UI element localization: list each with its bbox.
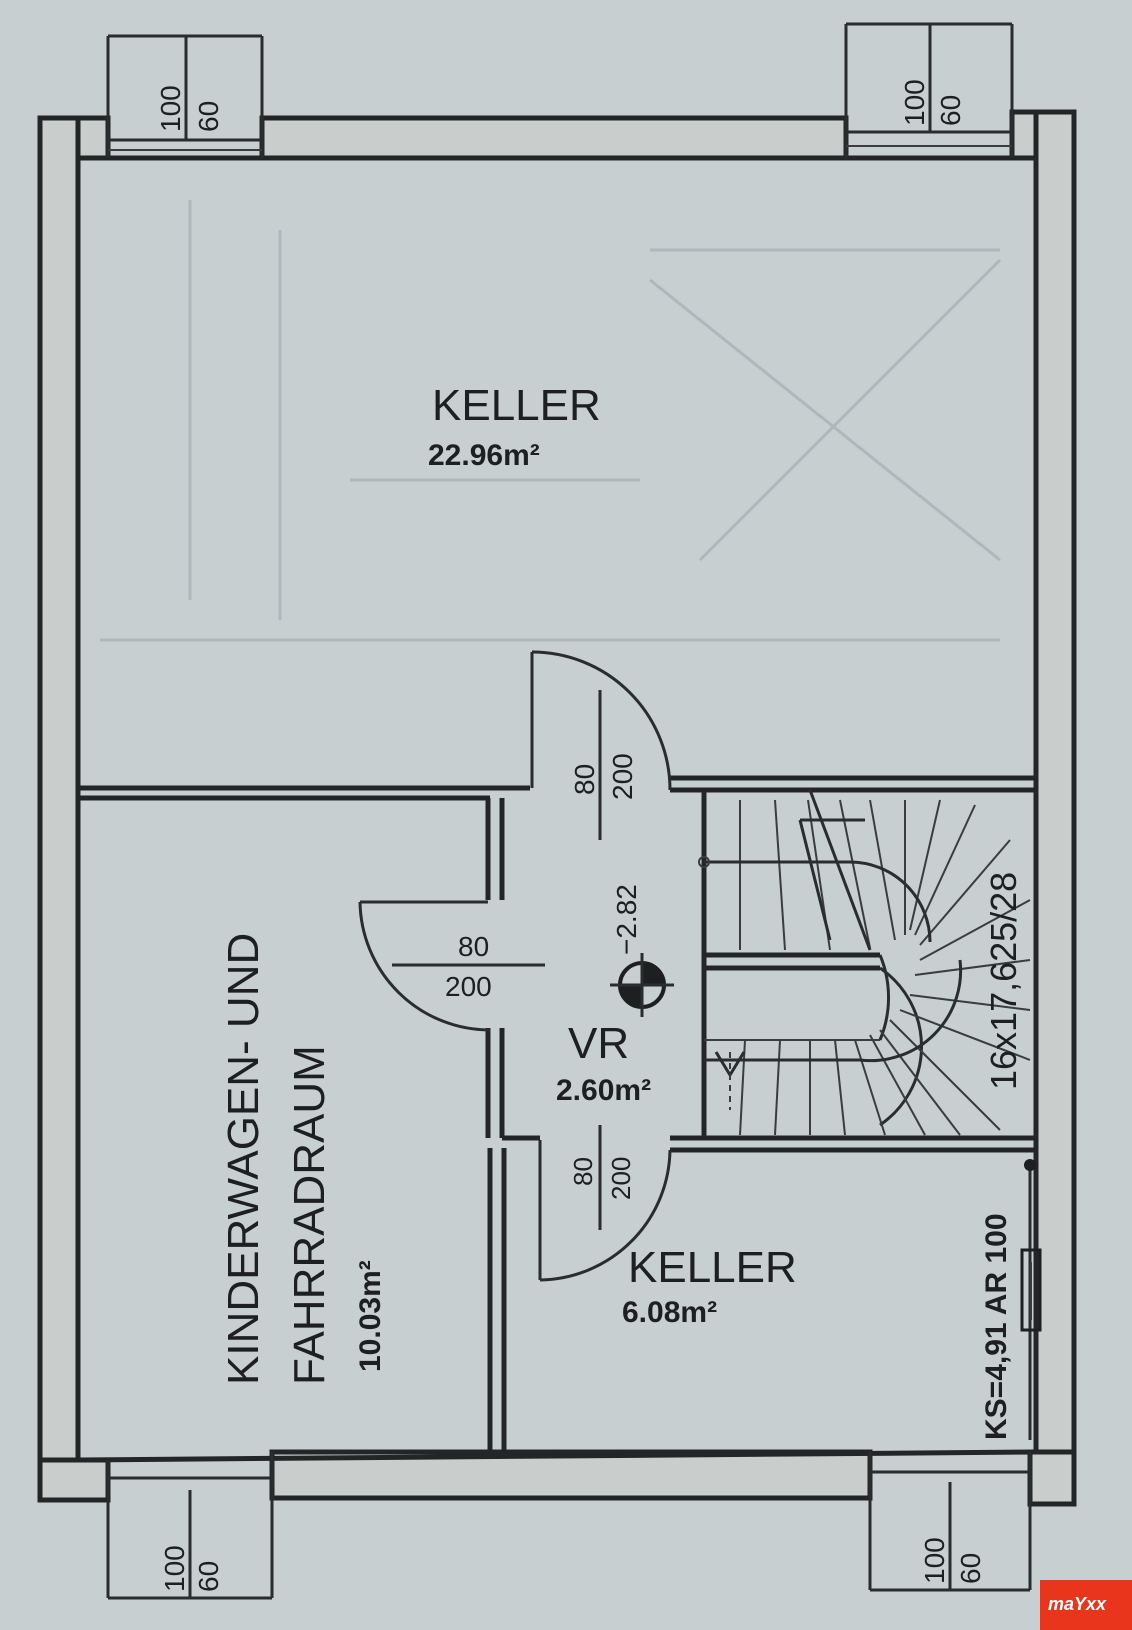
door-kinderwagen-width: 80	[458, 931, 489, 962]
door-keller-small-height: 200	[606, 1157, 636, 1200]
door-keller-large-width: 80	[569, 764, 600, 795]
ks-annotation: KS=4,91 AR 100	[980, 1213, 1013, 1440]
outer-walls	[37, 109, 1077, 1507]
stair-spec: 16x17,625/28	[983, 872, 1024, 1090]
window-bottom-right-dim-b: 60	[955, 1553, 986, 1584]
window-top-right	[844, 22, 1014, 158]
downpipe-annotation	[1020, 1159, 1042, 1440]
window-top-right-dim-a: 100	[899, 79, 930, 126]
room-area-keller-large: 22.96m²	[428, 439, 540, 472]
window-bottom-right	[868, 1452, 1032, 1592]
door-keller-small-width: 80	[568, 1157, 598, 1186]
window-top-left	[106, 34, 264, 158]
door-kinderwagen	[358, 900, 545, 1032]
level-value: −2.82	[611, 884, 642, 955]
window-top-left-dim-b: 60	[193, 101, 224, 132]
brand-logo-text: maYxx	[1048, 1594, 1107, 1614]
room-area-kinderwagen: 10.03m²	[354, 1260, 387, 1372]
room-name-keller-large: KELLER	[432, 381, 601, 430]
room-area-keller-small: 6.08m²	[622, 1296, 717, 1329]
window-top-left-dim-a: 100	[155, 85, 186, 132]
window-bottom-right-dim-a: 100	[919, 1537, 950, 1584]
interior-walls	[78, 775, 1036, 1456]
window-top-right-dim-b: 60	[935, 95, 966, 126]
window-bottom-left-dim-a: 100	[159, 1545, 190, 1592]
level-marker	[610, 953, 674, 1017]
ghost-linework	[100, 200, 1002, 642]
door-keller-large	[530, 650, 672, 840]
room-name-kinderwagen-line2: FAHRRADRAUM	[285, 1045, 334, 1385]
room-name-kinderwagen-line1: KINDERWAGEN- UND	[219, 933, 268, 1385]
room-area-vr: 2.60m²	[556, 1074, 651, 1107]
room-name-vr: VR	[568, 1019, 629, 1068]
room-name-keller-small: KELLER	[628, 1243, 797, 1292]
brand-logo: maYxx	[1040, 1580, 1132, 1630]
door-kinderwagen-height: 200	[445, 971, 492, 1002]
door-keller-small	[538, 1125, 672, 1282]
staircase	[698, 789, 1031, 1136]
door-keller-large-height: 200	[607, 753, 638, 800]
window-bottom-left	[106, 1452, 274, 1600]
window-bottom-left-dim-b: 60	[193, 1561, 224, 1592]
